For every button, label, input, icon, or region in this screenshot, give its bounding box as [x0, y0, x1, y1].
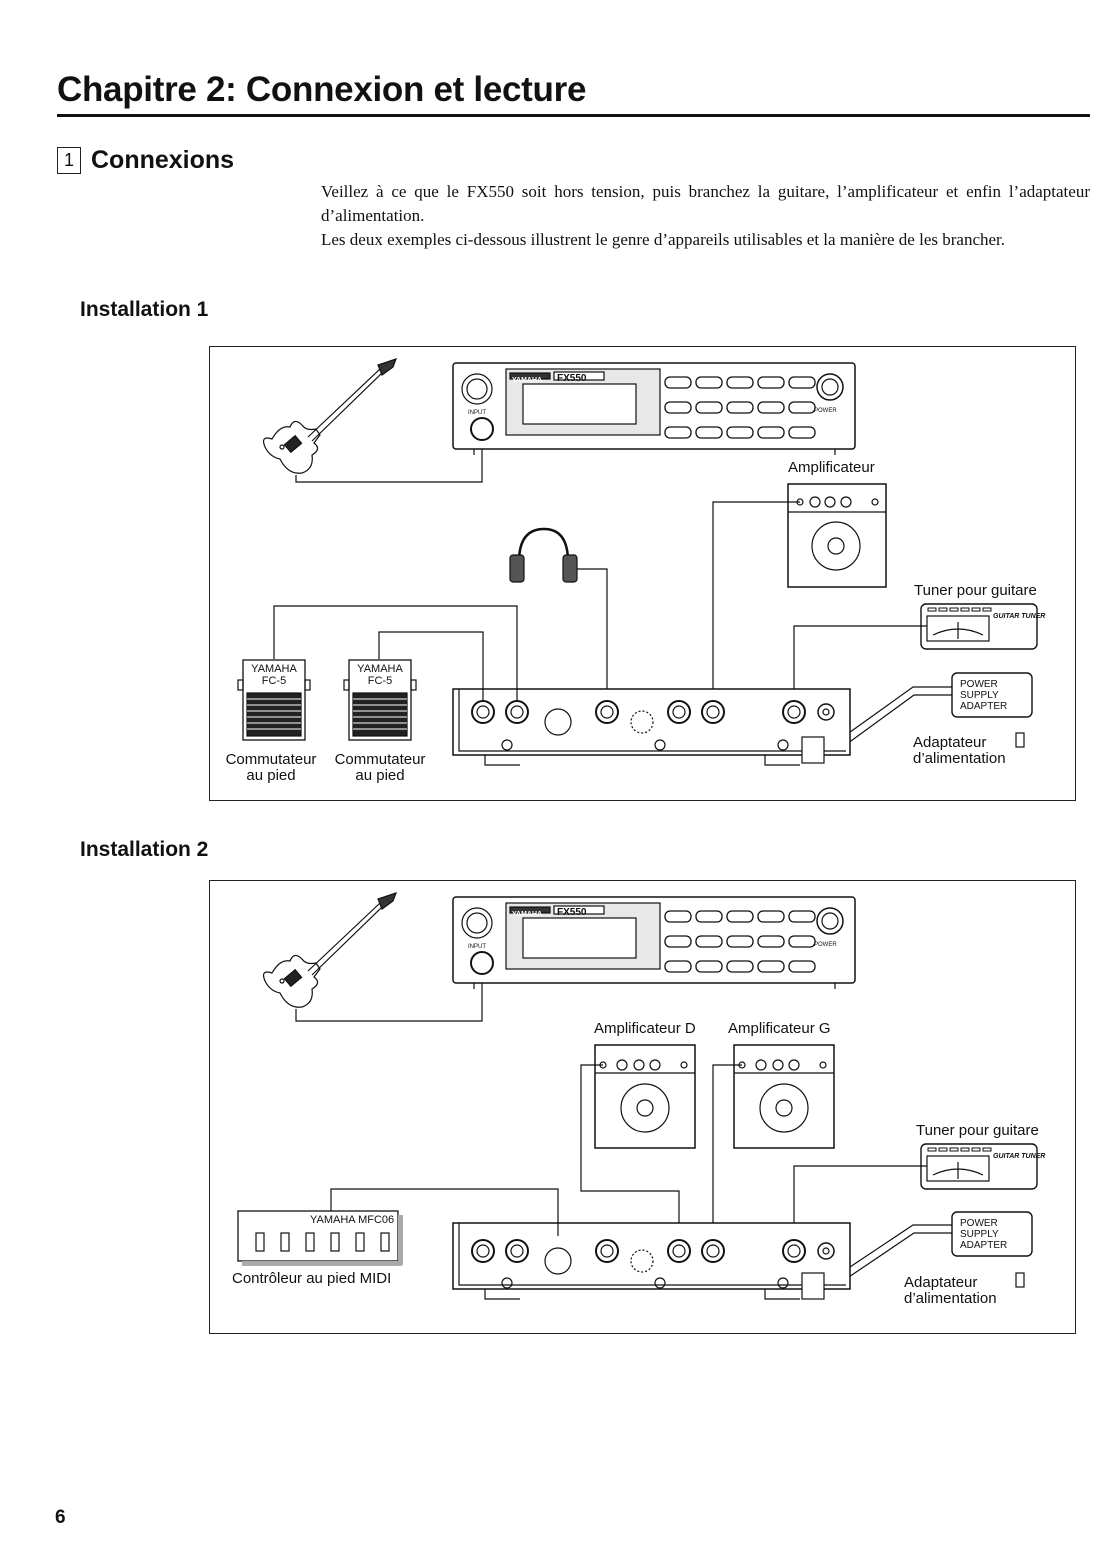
- pedal-2-model: FC-5: [367, 675, 393, 687]
- amplifier-right-label: Amplificateur D: [594, 1020, 696, 1037]
- section-title: Connexions: [91, 146, 235, 174]
- adapter-line-1: POWER: [960, 1218, 998, 1229]
- footswitch-1-label-line-2: au pied: [246, 767, 296, 784]
- tuner-face-text: GUITAR TUNER: [993, 1153, 1046, 1160]
- intro-paragraph-1: Veillez à ce que le FX550 soit hors tens…: [321, 182, 1090, 225]
- installation-2-title: Installation 2: [80, 838, 209, 861]
- power-adapter-icon: [831, 672, 1033, 750]
- input-label: INPUT: [468, 944, 486, 950]
- installation-2-diagram: Amplificateur D Amplificateur G Tuner po…: [209, 880, 1076, 1334]
- fc5-footswitch-icon-2: [343, 659, 417, 741]
- power-label: POWER: [814, 942, 837, 948]
- guitar-tuner-icon: [920, 603, 1038, 650]
- fx550-rear-panel: [452, 688, 851, 766]
- amplifier-icon: [787, 483, 887, 588]
- headphones-icon: [509, 527, 578, 583]
- input-label: INPUT: [468, 410, 486, 416]
- device-model-front: FX550: [557, 373, 587, 384]
- amplifier-label: Amplificateur: [788, 459, 875, 476]
- pedal-1-model: FC-5: [261, 675, 287, 687]
- midi-controller-model: YAMAHA MFC06: [310, 1214, 395, 1226]
- pedal-2-brand: YAMAHA: [357, 663, 403, 675]
- midi-foot-controller-icon: [237, 1210, 403, 1266]
- adapter-line-3: ADAPTER: [960, 1240, 1008, 1251]
- footswitch-2-label-line-1: Commutateur: [334, 751, 426, 768]
- section-number: 1: [57, 147, 81, 174]
- installation-1-drawing: [237, 358, 1038, 766]
- device-brand-front: YAMAHA: [512, 911, 543, 918]
- adapter-label-line-1: Adaptateur: [913, 734, 987, 751]
- section-heading: 1 Connexions: [57, 146, 234, 175]
- adapter-line-1: POWER: [960, 679, 998, 690]
- fx550-rear-panel: [452, 1222, 851, 1300]
- adapter-line-2: SUPPLY: [960, 1229, 999, 1240]
- installation-1-title: Installation 1: [80, 298, 209, 321]
- tuner-face-text: GUITAR TUNER: [993, 613, 1046, 620]
- fc5-footswitch-icon-1: [237, 659, 311, 741]
- page-number: 6: [55, 1507, 66, 1528]
- fx550-front-panel: [452, 362, 856, 455]
- guitar-icon: [262, 892, 398, 1008]
- amplifier-right-icon: [594, 1044, 696, 1149]
- power-label: POWER: [814, 408, 837, 414]
- adapter-line-3: ADAPTER: [960, 701, 1008, 712]
- device-model-front: FX550: [557, 907, 587, 918]
- title-rule: [57, 114, 1090, 117]
- power-adapter-icon: [831, 1211, 1033, 1288]
- chapter-title: Chapitre 2: Connexion et lecture: [57, 70, 587, 109]
- midi-controller-label: Contrôleur au pied MIDI: [232, 1270, 392, 1287]
- installation-2-drawing: [237, 892, 1038, 1300]
- tuner-label: Tuner pour guitare: [916, 1122, 1039, 1139]
- footswitch-1-label-line-1: Commutateur: [225, 751, 317, 768]
- guitar-tuner-icon: [920, 1143, 1038, 1190]
- amplifier-left-icon: [733, 1044, 835, 1149]
- adapter-line-2: SUPPLY: [960, 690, 999, 701]
- guitar-icon: [262, 358, 398, 474]
- adapter-label-line-2: d’alimentation: [904, 1290, 997, 1307]
- installation-1-diagram: Amplificateur Tuner pour guitare GUITAR …: [209, 346, 1076, 801]
- adapter-label-line-2: d’alimentation: [913, 750, 1006, 767]
- intro-paragraph-2: Les deux exemples ci-dessous illustrent …: [321, 230, 1006, 249]
- pedal-1-brand: YAMAHA: [251, 663, 297, 675]
- tuner-label: Tuner pour guitare: [914, 582, 1037, 599]
- footswitch-2-label-line-2: au pied: [355, 767, 405, 784]
- adapter-label-line-1: Adaptateur: [904, 1274, 978, 1291]
- intro-text: Veillez à ce que le FX550 soit hors tens…: [321, 180, 1090, 252]
- fx550-front-panel: [452, 896, 856, 989]
- device-brand-front: YAMAHA: [512, 377, 543, 384]
- amplifier-left-label: Amplificateur G: [728, 1020, 831, 1037]
